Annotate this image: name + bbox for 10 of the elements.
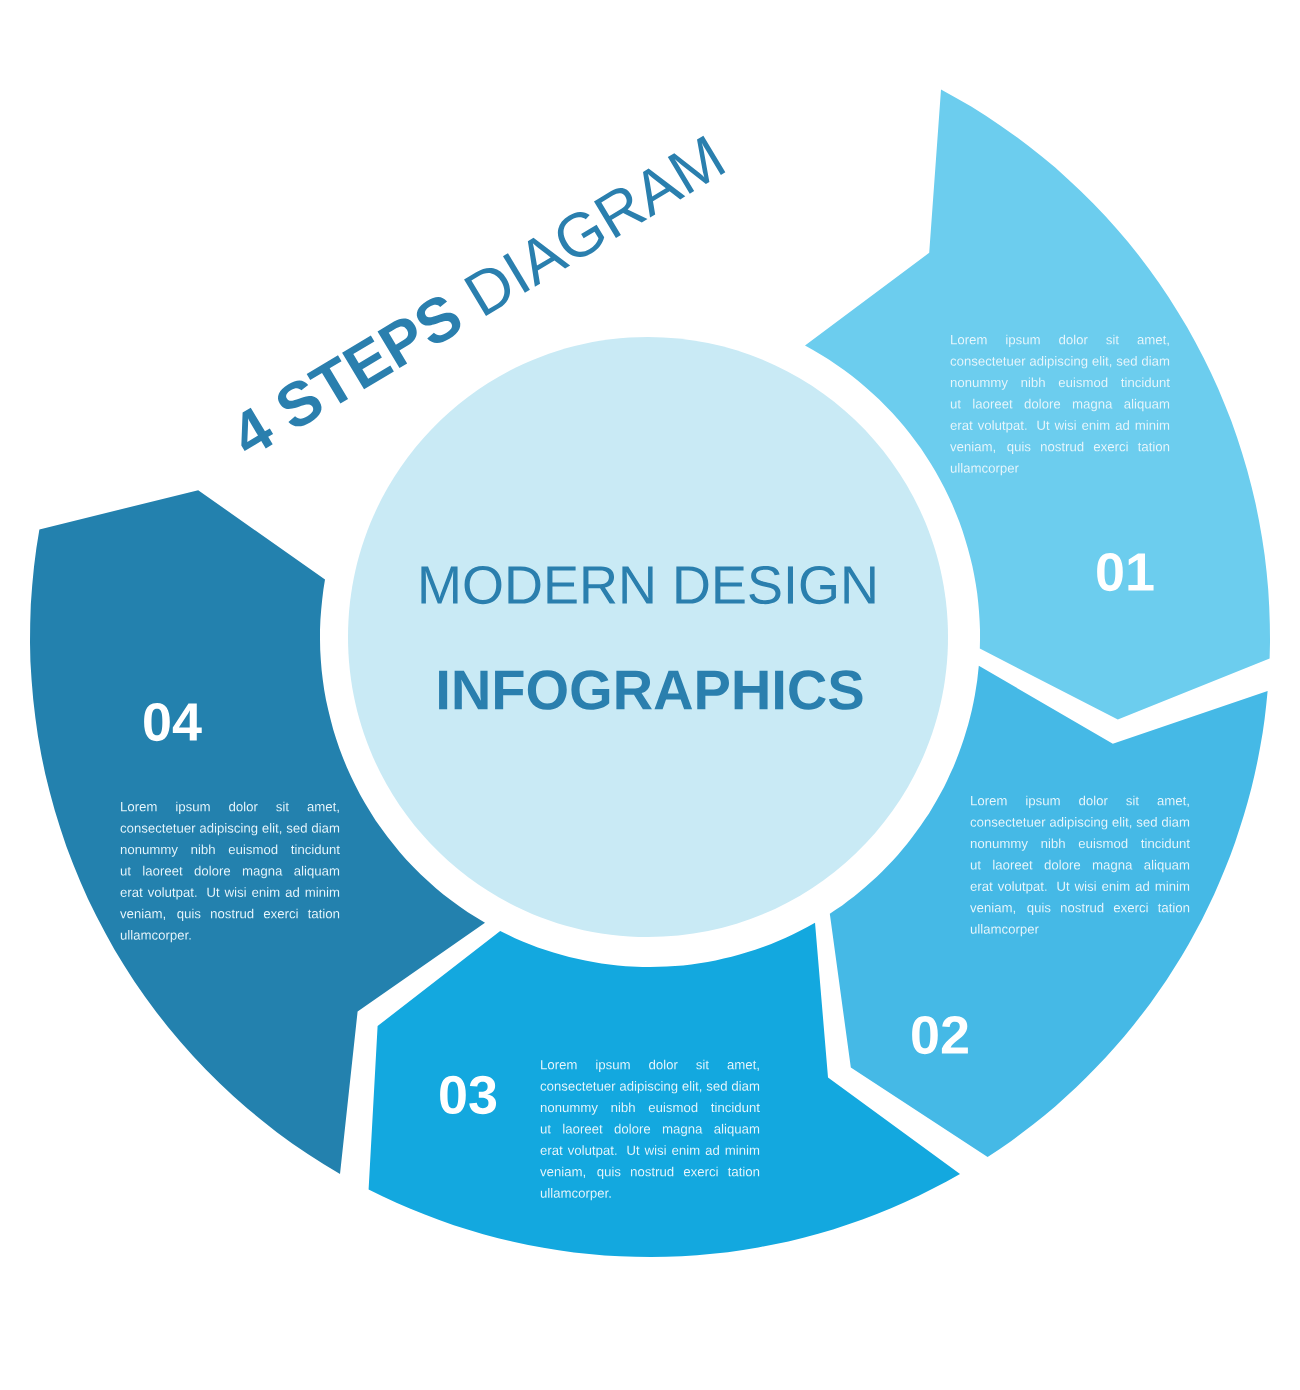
step-number: 02 bbox=[912, 1015, 968, 1055]
step-number: 04 bbox=[144, 702, 202, 742]
step-description: Lorem ipsum dolor sit amet, consectetuer adipiscing elit, sed diam nonummy nibh euismod tincidunt ut laoreet dolore magna aliquam erat volutpat. Ut wisi enim ad minim veniam, quis nostrud exerci tation ullamcorper bbox=[970, 795, 1190, 937]
step-number: 03 bbox=[440, 1075, 497, 1115]
step-description: Lorem ipsum dolor sit amet, consectetuer adipiscing elit, sed diam nonummy nibh euismod tincidunt ut laoreet dolore magna aliquam erat volutpat. Ut wisi enim ad minim veniam, quis nostrud exerci tation ullamcorper. bbox=[120, 801, 340, 943]
headline: INFOGRAPHICS bbox=[439, 670, 863, 710]
subtitle: MODERN DESIGN bbox=[421, 565, 875, 605]
step-description: Lorem ipsum dolor sit amet, consectetuer adipiscing elit, sed diam nonummy nibh euismod tincidunt ut laoreet dolore magna aliquam erat volutpat. Ut wisi enim ad minim veniam, quis nostrud exerci tation ullamcorper bbox=[950, 334, 1170, 476]
step-number: 01 bbox=[1097, 552, 1154, 592]
step-description: Lorem ipsum dolor sit amet, consectetuer adipiscing elit, sed diam nonummy nibh euismod tincidunt ut laoreet dolore magna aliquam erat volutpat. Ut wisi enim ad minim veniam, quis nostrud exerci tation ullamcorper. bbox=[540, 1059, 760, 1201]
